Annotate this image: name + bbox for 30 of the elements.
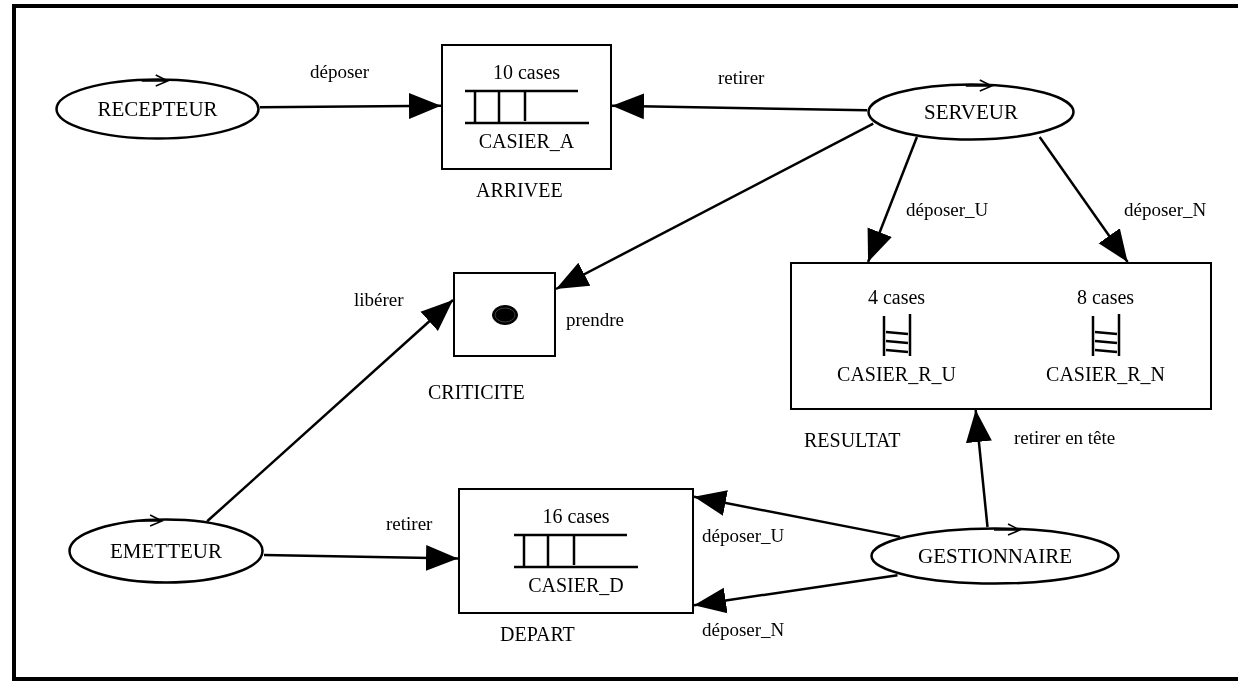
place-name: RESULTAT bbox=[804, 428, 901, 453]
node-label: EMETTEUR bbox=[110, 540, 222, 562]
place-name: DEPART bbox=[500, 622, 575, 647]
resource-box bbox=[453, 272, 556, 357]
capacity-label: 10 cases bbox=[492, 60, 561, 85]
node-label: GESTIONNAIRE bbox=[918, 545, 1072, 567]
arrow bbox=[555, 122, 874, 291]
buffer-name: CASIER_D bbox=[528, 573, 624, 598]
arrow bbox=[866, 136, 919, 263]
arrow bbox=[1038, 136, 1129, 263]
buffer-name: CASIER_R_U bbox=[837, 362, 956, 387]
buffer-box bbox=[458, 488, 694, 614]
capacity-label: 16 cases bbox=[542, 504, 610, 529]
buffer-name: CASIER_A bbox=[478, 129, 575, 154]
arrow bbox=[611, 93, 868, 120]
capacity-label: 4 cases bbox=[867, 285, 926, 310]
node-label: SERVEUR bbox=[924, 101, 1018, 123]
place-name: ARRIVEE bbox=[476, 178, 563, 203]
arrow bbox=[260, 93, 441, 119]
arrow bbox=[693, 490, 901, 539]
arrow bbox=[206, 299, 454, 523]
buffer-name: CASIER_R_N bbox=[1046, 362, 1165, 387]
arrow bbox=[693, 573, 898, 614]
node-label: RECEPTEUR bbox=[97, 98, 218, 120]
arrow bbox=[965, 409, 992, 528]
arrow bbox=[263, 544, 459, 571]
buffer-box bbox=[441, 44, 612, 170]
place-name: CRITICITE bbox=[428, 380, 525, 405]
capacity-label: 8 cases bbox=[1076, 285, 1135, 310]
buffer-box bbox=[790, 262, 1212, 410]
